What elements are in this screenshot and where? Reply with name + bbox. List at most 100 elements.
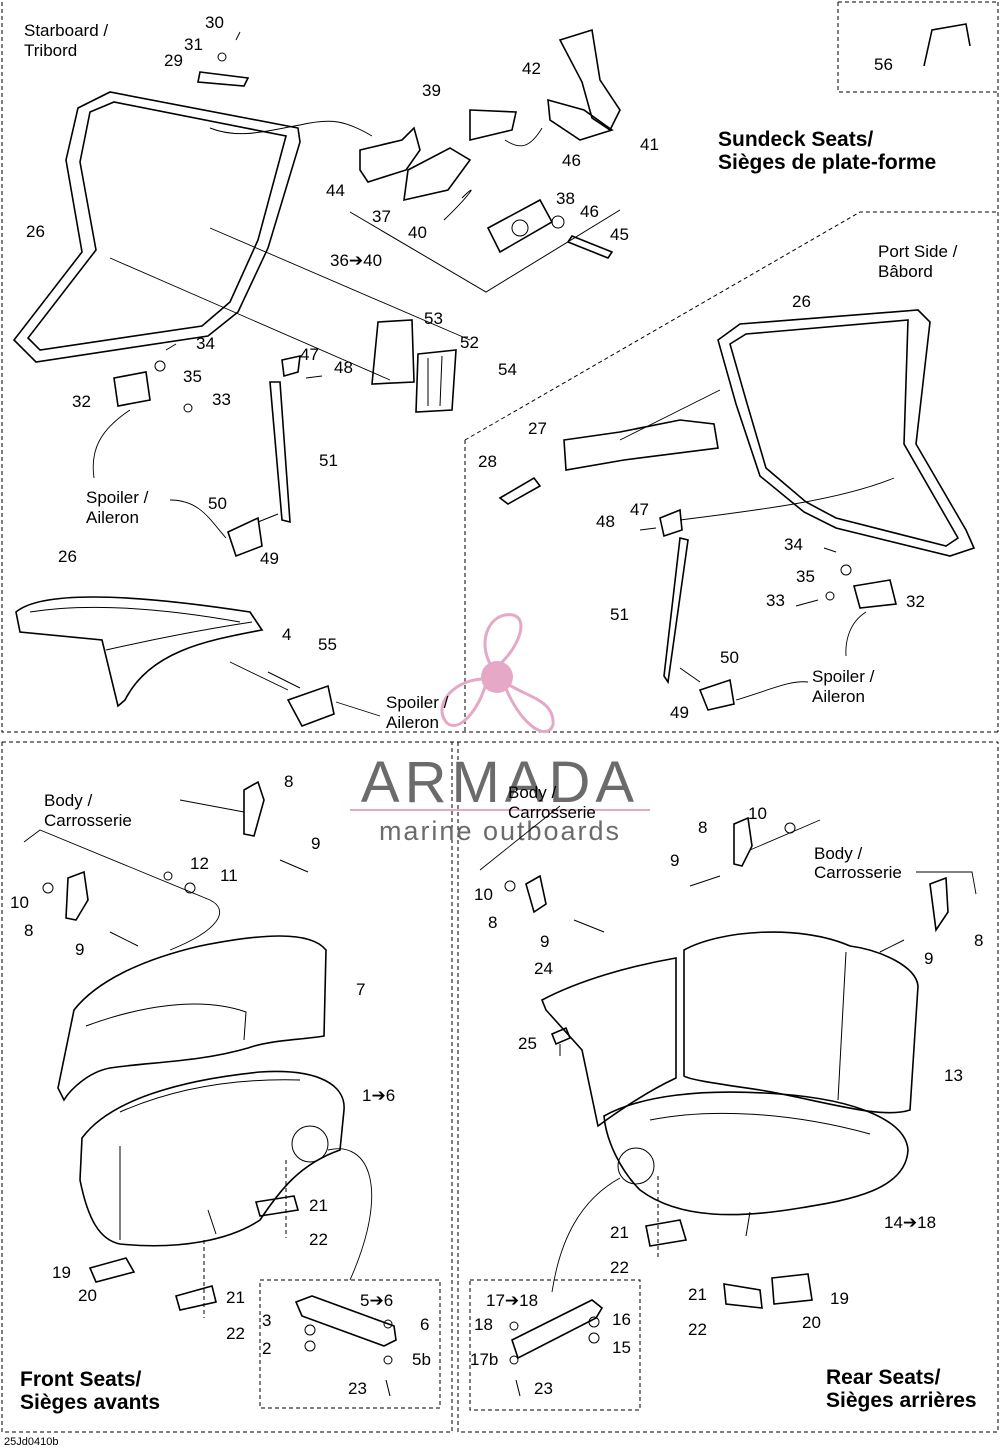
part-label: 33	[766, 591, 785, 610]
part-label: 41	[640, 135, 659, 154]
part-label: 29	[164, 51, 183, 70]
part-label: 22	[309, 1230, 328, 1249]
rear-carrosserie-label-a: Carrosserie	[508, 803, 596, 822]
part-label: 23	[534, 1379, 553, 1398]
rear-text: Body / Carrosserie Body / Carrosserie Re…	[508, 783, 977, 1412]
part-label: 7	[356, 980, 365, 999]
front-text: Body / Carrosserie Front Seats/ Sièges a…	[20, 791, 160, 1414]
part-label: 49	[670, 703, 689, 722]
part-label: 32	[906, 592, 925, 611]
part-label: 32	[72, 392, 91, 411]
starboard-part-labels: 30 31 29 42 39 41 46 44 37 38 46 40 45 3…	[26, 13, 893, 654]
starboard-label: Starboard /	[24, 21, 108, 40]
front-body-label: Body /	[44, 791, 92, 810]
sundeck-port-drawing	[498, 309, 976, 711]
part-label: 23	[348, 1379, 367, 1398]
part-label: 37	[372, 207, 391, 226]
rear-body-label-a: Body /	[508, 783, 556, 802]
part-label: 10	[748, 804, 767, 823]
rear-seats-drawing	[479, 805, 977, 1397]
part-label: 12	[190, 854, 209, 873]
part-label: 8	[974, 931, 983, 950]
part-label: 34	[784, 535, 803, 554]
part-label: 21	[309, 1196, 328, 1215]
part-label: 19	[830, 1289, 849, 1308]
part-label: 17b	[470, 1350, 498, 1369]
part-label: 46	[580, 202, 599, 221]
part-label: 48	[596, 512, 615, 531]
part-label: 9	[75, 940, 84, 959]
rear-carrosserie-label-b: Carrosserie	[814, 863, 902, 882]
part-label: 46	[562, 151, 581, 170]
part-label: 53	[424, 309, 443, 328]
part-label: 55	[318, 635, 337, 654]
part-label: 2	[262, 1339, 271, 1358]
part-label: 39	[422, 81, 441, 100]
part-label: 26	[26, 222, 45, 241]
part-label: 1➔6	[362, 1086, 395, 1105]
part-label: 34	[196, 334, 215, 353]
aileron-label-a: Aileron	[86, 508, 139, 527]
front-part-labels: 8 9 12 11 10 8 9 7 1➔6 21 22 19 20 21 22…	[10, 772, 431, 1398]
part-label: 40	[408, 223, 427, 242]
front-title-en: Front Seats/	[20, 1368, 142, 1391]
port-side-label: Port Side /	[878, 242, 958, 261]
part-label: 15	[612, 1338, 631, 1357]
drawing-code: 25Jd0410b	[4, 1436, 58, 1448]
part-label: 50	[720, 648, 739, 667]
part-label: 16	[612, 1310, 631, 1329]
tribord-label: Tribord	[24, 41, 77, 60]
part-label: 21	[688, 1285, 707, 1304]
part-label: 10	[10, 893, 29, 912]
part-label: 22	[688, 1320, 707, 1339]
part-label: 28	[478, 452, 497, 471]
rear-body-label-b: Body /	[814, 844, 862, 863]
front-seats-drawing	[23, 780, 397, 1397]
part-label: 49	[260, 549, 279, 568]
part-label: 10	[474, 885, 493, 904]
part-label: 27	[528, 419, 547, 438]
part-label: 8	[488, 913, 497, 932]
part-label: 44	[326, 181, 345, 200]
sundeck-title-fr: Sièges de plate-forme	[718, 151, 936, 174]
part-label: 26	[58, 547, 77, 566]
part-label: 8	[698, 818, 707, 837]
part-label: 22	[226, 1324, 245, 1343]
part-label: 20	[802, 1313, 821, 1332]
watermark-tagline: marine outboards	[379, 816, 621, 846]
part-label: 9	[924, 949, 933, 968]
part-label: 35	[796, 567, 815, 586]
sundeck-starboard-drawing	[12, 23, 971, 727]
part-label: 50	[208, 494, 227, 513]
spoiler-label-a: Spoiler /	[86, 488, 149, 507]
part-label: 51	[610, 605, 629, 624]
rear-title-en: Rear Seats/	[826, 1366, 941, 1389]
part-label: 25	[518, 1034, 537, 1053]
front-title-fr: Sièges avants	[20, 1391, 160, 1414]
starboard-text: Starboard / Tribord Sundeck Seats/ Siège…	[24, 21, 936, 732]
part-label: 21	[226, 1288, 245, 1307]
part-label: 52	[460, 333, 479, 352]
part-label: 36➔40	[330, 251, 382, 270]
part-label: 9	[670, 851, 679, 870]
part-label: 31	[184, 35, 203, 54]
spoiler-label-c: Spoiler /	[812, 667, 875, 686]
part-label: 5b	[412, 1350, 431, 1369]
rear-part-labels: 10 8 9 10 8 9 9 8 24 25 13 14➔18 21 22 2…	[470, 804, 983, 1398]
port-text: Port Side / Bâbord Spoiler / Aileron	[812, 242, 958, 706]
part-label: 18	[474, 1315, 493, 1334]
aileron-label-b: Aileron	[386, 713, 439, 732]
babord-label: Bâbord	[878, 262, 933, 281]
part-label: 19	[52, 1263, 71, 1282]
part-label: 5➔6	[360, 1291, 393, 1310]
part-label: 26	[792, 292, 811, 311]
aileron-label-c: Aileron	[812, 687, 865, 706]
sundeck-title-en: Sundeck Seats/	[718, 128, 873, 151]
part-label: 30	[205, 13, 224, 32]
part-label: 6	[420, 1315, 429, 1334]
part-label: 51	[319, 451, 338, 470]
part-label: 20	[78, 1286, 97, 1305]
part-label: 22	[610, 1258, 629, 1277]
part-label: 33	[212, 390, 231, 409]
